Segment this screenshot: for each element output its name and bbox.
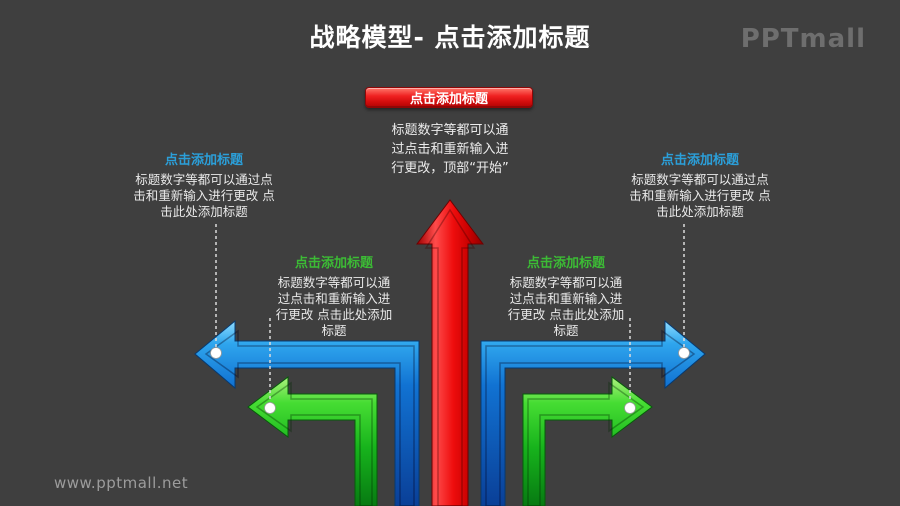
callout-right-blue-heading[interactable]: 点击添加标题: [660, 153, 739, 168]
up-arrow: [416, 199, 484, 506]
callout-left-blue: 点击添加标题 标题数字等都可以通过点 击和重新输入进行更改 点 击此处添加标题: [118, 149, 290, 220]
callout-right-green-heading[interactable]: 点击添加标题: [526, 256, 605, 271]
callout-left-blue-heading[interactable]: 点击添加标题: [164, 153, 243, 168]
connector-dot-right-blue: [678, 347, 690, 359]
callout-left-green-heading[interactable]: 点击添加标题: [294, 256, 373, 271]
top-callout-body[interactable]: 标题数字等都可以通 过点击和重新输入进 行更改，顶部“开始”: [391, 123, 509, 176]
callout-right-blue-body[interactable]: 标题数字等都可以通过点 击和重新输入进行更改 点 击此处添加标题: [629, 172, 771, 219]
connector-dot-left-green: [264, 402, 276, 414]
left-green-arrow: [247, 376, 378, 506]
callout-left-green-body[interactable]: 标题数字等都可以通 过点击和重新输入进 行更改 点击此处添加 标题: [275, 275, 393, 338]
right-green-arrow: [522, 376, 653, 506]
add-title-button[interactable]: 点击添加标题: [365, 87, 533, 108]
connector-dot-right-green: [624, 402, 636, 414]
page-title: 战略模型- 点击添加标题: [309, 23, 591, 52]
pptmall-logo: PPTmall: [740, 24, 866, 54]
watermark-url: www.pptmall.net: [54, 474, 189, 492]
connector-dot-left-blue: [210, 347, 222, 359]
callout-right-green: 点击添加标题 标题数字等都可以通 过点击和重新输入进 行更改 点击此处添加 标题: [492, 252, 640, 339]
left-blue-arrow: [194, 319, 420, 506]
callout-left-blue-body[interactable]: 标题数字等都可以通过点 击和重新输入进行更改 点 击此处添加标题: [133, 172, 275, 219]
callout-right-green-body[interactable]: 标题数字等都可以通 过点击和重新输入进 行更改 点击此处添加 标题: [507, 275, 625, 338]
callout-left-green: 点击添加标题 标题数字等都可以通 过点击和重新输入进 行更改 点击此处添加 标题: [260, 252, 408, 339]
callout-right-blue: 点击添加标题 标题数字等都可以通过点 击和重新输入进行更改 点 击此处添加标题: [614, 149, 786, 220]
